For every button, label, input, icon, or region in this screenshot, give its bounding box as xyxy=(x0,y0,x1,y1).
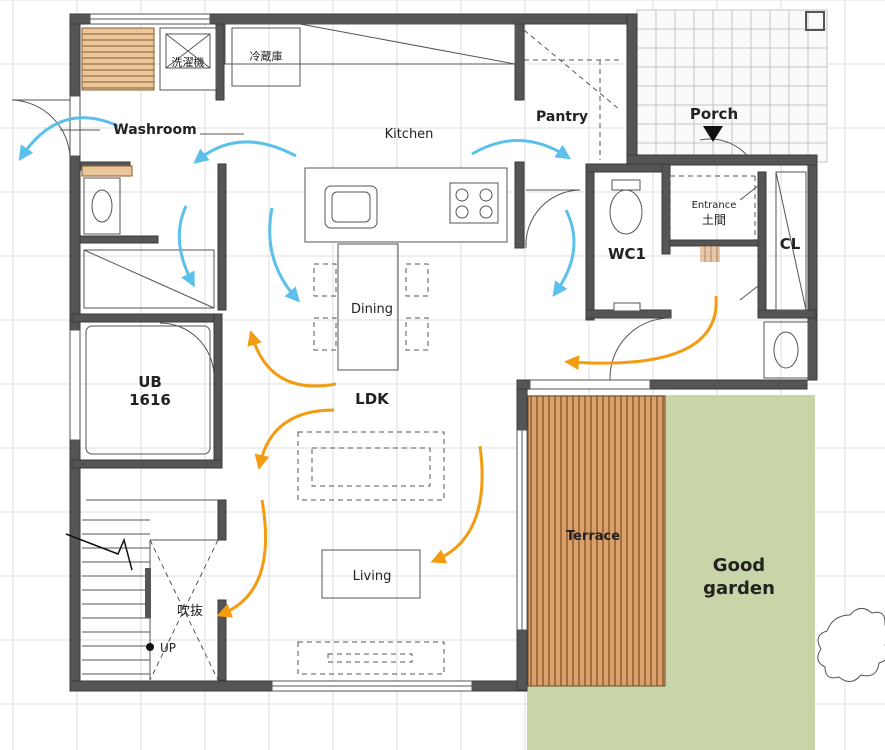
bathtub xyxy=(83,249,215,455)
label-wc: WC1 xyxy=(608,245,646,263)
label-ub-1: UB xyxy=(138,373,162,391)
label-dining: Dining xyxy=(351,302,393,317)
label-garden-1: Good xyxy=(713,555,765,576)
label-up: UP xyxy=(160,641,176,655)
doors xyxy=(11,99,759,381)
label-fridge: 冷蔵庫 xyxy=(250,49,283,63)
kitchen-fixtures xyxy=(224,23,621,243)
terrace-deck xyxy=(527,395,666,687)
label-washer: 洗濯機 xyxy=(172,55,205,69)
label-doma: 土間 xyxy=(702,213,726,227)
label-terrace: Terrace xyxy=(566,529,620,544)
label-void: 吹抜 xyxy=(177,603,203,619)
label-closet: CL xyxy=(780,235,801,253)
label-living: Living xyxy=(353,569,392,584)
triangle-down-icon xyxy=(703,126,723,142)
airflow-warm-arrows xyxy=(216,295,718,618)
staircase xyxy=(65,499,219,681)
label-garden-2: garden xyxy=(703,578,775,599)
label-ub-2: 1616 xyxy=(129,391,171,409)
label-kitchen: Kitchen xyxy=(385,127,434,142)
label-washroom: Washroom xyxy=(113,122,196,138)
airflow-cool-arrows xyxy=(18,116,576,303)
tree-outline-icon xyxy=(817,608,885,682)
living-furniture xyxy=(297,431,445,675)
label-entrance: Entrance xyxy=(692,200,737,211)
label-ldk: LDK xyxy=(355,390,390,408)
label-porch: Porch xyxy=(690,105,738,123)
washroom-fixtures xyxy=(60,27,244,235)
windows xyxy=(69,13,651,692)
porch-tiles xyxy=(636,9,828,163)
stove-icon xyxy=(449,182,499,224)
label-pantry: Pantry xyxy=(536,109,588,125)
dining-set xyxy=(313,243,429,371)
room-labels: 洗濯機 冷蔵庫 Washroom Kitchen Pantry Porch En… xyxy=(113,49,800,655)
washer-box xyxy=(159,27,217,91)
wc-fixtures xyxy=(609,171,809,379)
stair-up-marker xyxy=(146,643,154,651)
